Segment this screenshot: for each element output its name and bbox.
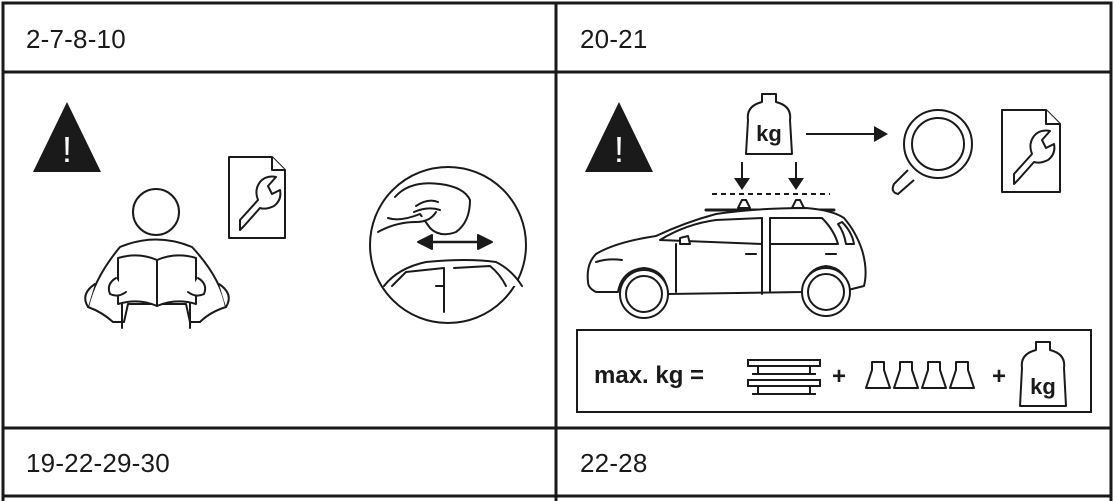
left-illustration: ! xyxy=(33,102,527,329)
manual-wrench-icon xyxy=(228,156,286,239)
weight-label-small: kg xyxy=(1030,374,1056,399)
person-reading-manual-icon xyxy=(84,188,230,329)
cell-label-top-right: 20-21 xyxy=(580,24,648,54)
formula-label: max. kg = xyxy=(594,362,704,389)
weight-label: kg xyxy=(756,121,782,146)
plus-sign-2: + xyxy=(992,363,1006,390)
cell-label-bottom-left: 19-22-29-30 xyxy=(26,448,170,478)
max-load-formula: max. kg = + + xyxy=(576,329,1092,413)
warning-symbol-right: ! xyxy=(614,129,624,170)
right-illustration: ! kg xyxy=(576,93,1092,413)
warning-triangle-icon: ! xyxy=(585,102,653,172)
arrow-right-icon xyxy=(806,126,888,142)
weight-kg-icon: kg xyxy=(745,93,793,155)
plus-sign-1: + xyxy=(832,363,846,390)
roof-bars-icon xyxy=(747,359,821,395)
warning-triangle-icon: ! xyxy=(33,102,101,172)
magnifier-icon xyxy=(891,109,973,196)
car-with-roof-rack-icon xyxy=(586,199,867,319)
load-arrows-icon xyxy=(712,162,830,195)
roof-rack-foot-icon xyxy=(865,361,975,389)
cell-label-bottom-right: 22-28 xyxy=(580,448,648,478)
weight-kg-icon: kg xyxy=(1019,341,1067,407)
cell-label-top-left: 2-7-8-10 xyxy=(26,24,126,54)
cleaning-roof-icon xyxy=(369,166,527,324)
warning-symbol: ! xyxy=(62,129,72,170)
manual-wrench-icon xyxy=(1001,109,1061,193)
